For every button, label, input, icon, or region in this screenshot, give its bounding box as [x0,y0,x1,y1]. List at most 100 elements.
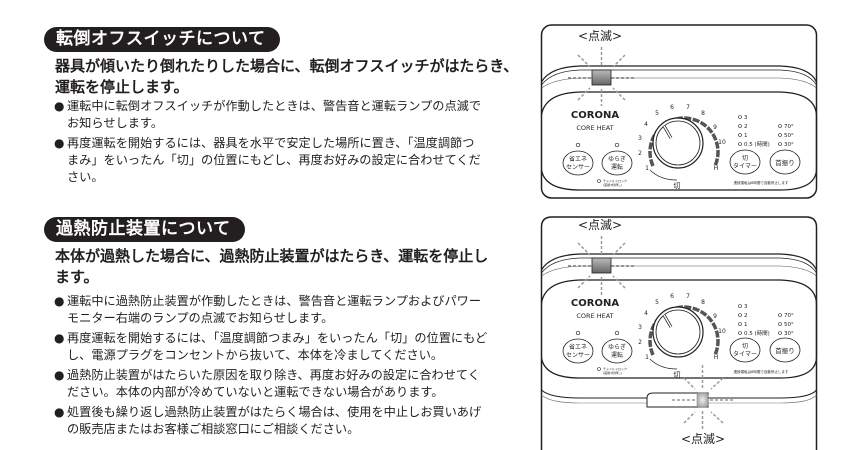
svg-text:タイマー: タイマー [733,350,757,358]
bullet-text: ださい。本体の内部が冷めていないと運転できない場合があります。 [67,385,444,399]
svg-text:省エネ: 省エネ [569,343,587,351]
bullet-text: まみ」をいったん「切」の位置にもどし、再度お好みの設定に合わせてくだ [67,153,481,167]
control-panel-outline [540,91,818,191]
yuragi-button[interactable]: ゆらぎ 運転 [601,150,633,176]
svg-text:ゆらぎ: ゆらぎ [608,155,626,163]
svg-text:4: 4 [644,121,648,128]
bullet-text: モニター右端のランプの点滅でお知らせします。 [67,311,334,325]
swing-button[interactable]: 首振り [769,337,801,363]
svg-text:首振り: 首振り [775,158,795,167]
brand-logo: CORONA [571,298,619,309]
run-lamp-blinking [591,257,612,274]
bullet-text: さい。 [67,170,104,184]
svg-text:センサー: センサー [566,164,590,171]
svg-text:10: 10 [718,139,726,146]
child-lock-label: チャイルドロック [603,366,627,371]
list-item: 運転中に過熱防止装置が作動したときは、警告音と運転ランプおよびパワー モニター右… [54,293,534,327]
run-lamp-blinking [591,69,612,86]
svg-text:ゆらぎ: ゆらぎ [608,343,626,351]
child-lock-note: (首振3秒押し) [603,182,622,187]
svg-text:3: 3 [638,324,642,331]
svg-text:70°: 70° [784,124,794,130]
svg-text:1: 1 [645,165,649,172]
bullet-text: 過熱防止装置がはたらいた原因を取り除き、再度お好みの設定に合わせてく [67,368,480,382]
svg-text:9: 9 [713,124,717,131]
svg-text:9: 9 [713,313,717,320]
temperature-dial[interactable] [648,305,720,370]
lead-line: ます。 [55,268,99,286]
dial-off-label: 切 [674,371,681,379]
section-lead: 器具が傾いたり倒れたりした場合に、転倒オフスイッチがはたらき、 運転を停止します… [55,56,535,98]
dial-off-label: 切 [674,182,681,190]
yuragi-led [614,330,620,336]
off-timer-button[interactable]: 切 タイマー [729,337,761,363]
blink-label: <点滅> [578,29,622,43]
child-lock-note: (首振3秒押し) [603,370,622,375]
svg-text:H: H [714,354,719,361]
svg-text:運転: 運転 [611,163,623,171]
swing-angle-indicators: 70° 50° 30° [778,313,794,337]
svg-text:H: H [714,165,719,172]
blink-rays-icon [577,47,626,106]
bullet-text: お知らせします。 [67,116,164,130]
bullet-text: 運転中に過熱防止装置が作動したときは、警告音と運転ランプおよびパワー [67,294,482,308]
svg-text:6: 6 [670,293,674,300]
svg-text:30°: 30° [784,331,794,337]
lead-line: 本体が過熱した場合に、過熱防止装置がはたらき、運転を停止し [55,247,489,265]
off-timer-button[interactable]: 切 タイマー [729,149,761,175]
svg-text:70°: 70° [784,313,794,319]
child-lock-label: チャイルドロック [603,178,627,183]
svg-text:7: 7 [686,104,690,111]
list-item: 再度運転を開始するには、「温度調節つまみ」をいったん「切」の位置にもど し、電源… [54,330,534,364]
svg-text:8: 8 [701,110,705,117]
lead-line: 運転を停止します。 [55,78,189,96]
swing-button[interactable]: 首振り [769,149,801,175]
svg-text:省エネ: 省エネ [569,155,587,163]
svg-text:2: 2 [744,313,748,319]
bullet-list: 運転中に過熱防止装置が作動したときは、警告音と運転ランプおよびパワー モニター右… [54,293,534,441]
swing-angle-indicators: 70° 50° 30° [778,124,794,148]
eco-led [575,330,581,336]
svg-text:1: 1 [744,133,748,139]
control-panel-diagram-overheat: <点滅> CORONA CORE HEAT 省エネ センサー ゆらぎ 運転 チャ… [540,216,818,450]
blink-label: <点滅> [578,218,622,232]
eco-sensor-button[interactable]: 省エネ センサー [562,150,594,176]
svg-text:3: 3 [638,135,642,142]
blink-rays-icon [683,365,724,429]
svg-text:センサー: センサー [566,352,590,359]
bullet-text: し、電源プラグをコンセントから抜いて、本体を冷ましてください。 [67,348,444,362]
svg-text:4: 4 [644,310,648,317]
bullet-text: 処置後も繰り返し過熱防止装置がはたらく場合は、使用を中止しお買いあげ [67,405,482,419]
svg-text:運転: 運転 [611,351,623,359]
list-item: 運転中に転倒オフスイッチが作動したときは、警告音と運転ランプの点滅で お知らせし… [54,98,534,132]
power-monitor-right-lamp-blinking [696,392,709,408]
svg-text:5: 5 [655,299,659,306]
svg-text:0.5 (時間): 0.5 (時間) [744,140,770,148]
svg-text:2: 2 [744,124,748,130]
eco-sensor-button[interactable]: 省エネ センサー [562,338,594,364]
model-name: CORE HEAT [576,124,613,132]
svg-text:3: 3 [744,115,748,121]
svg-text:切: 切 [742,155,748,162]
svg-text:8: 8 [701,299,705,306]
yuragi-button[interactable]: ゆらぎ 運転 [601,338,633,364]
svg-text:2: 2 [638,150,642,157]
auto-stop-note: 連続運転は8時間で自動停止します [734,180,789,185]
svg-text:7: 7 [686,293,690,300]
svg-text:2: 2 [638,339,642,346]
section-lead: 本体が過熱した場合に、過熱防止装置がはたらき、運転を停止し ます。 [55,246,535,288]
temperature-dial[interactable] [648,116,720,181]
svg-text:0.5 (時間): 0.5 (時間) [744,329,770,337]
bullet-text: 再度運転を開始するには、器具を水平で安定した場所に置き、「温度調節つ [67,136,475,150]
yuragi-led [614,142,620,148]
svg-text:首振り: 首振り [775,346,795,355]
svg-text:50°: 50° [784,133,794,139]
blink-label-bottom: <点滅> [681,432,725,446]
list-item: 再度運転を開始するには、器具を水平で安定した場所に置き、「温度調節つ まみ」をい… [54,135,534,186]
dial-scale: 1 2 3 4 5 6 7 8 9 10 H 切 [638,293,726,379]
svg-text:1: 1 [744,322,748,328]
eco-led [575,142,581,148]
svg-text:6: 6 [670,104,674,111]
list-item: 処置後も繰り返し過熱防止装置がはたらく場合は、使用を中止しお買いあげ の販売店ま… [54,404,534,438]
control-panel-outline [540,279,818,379]
